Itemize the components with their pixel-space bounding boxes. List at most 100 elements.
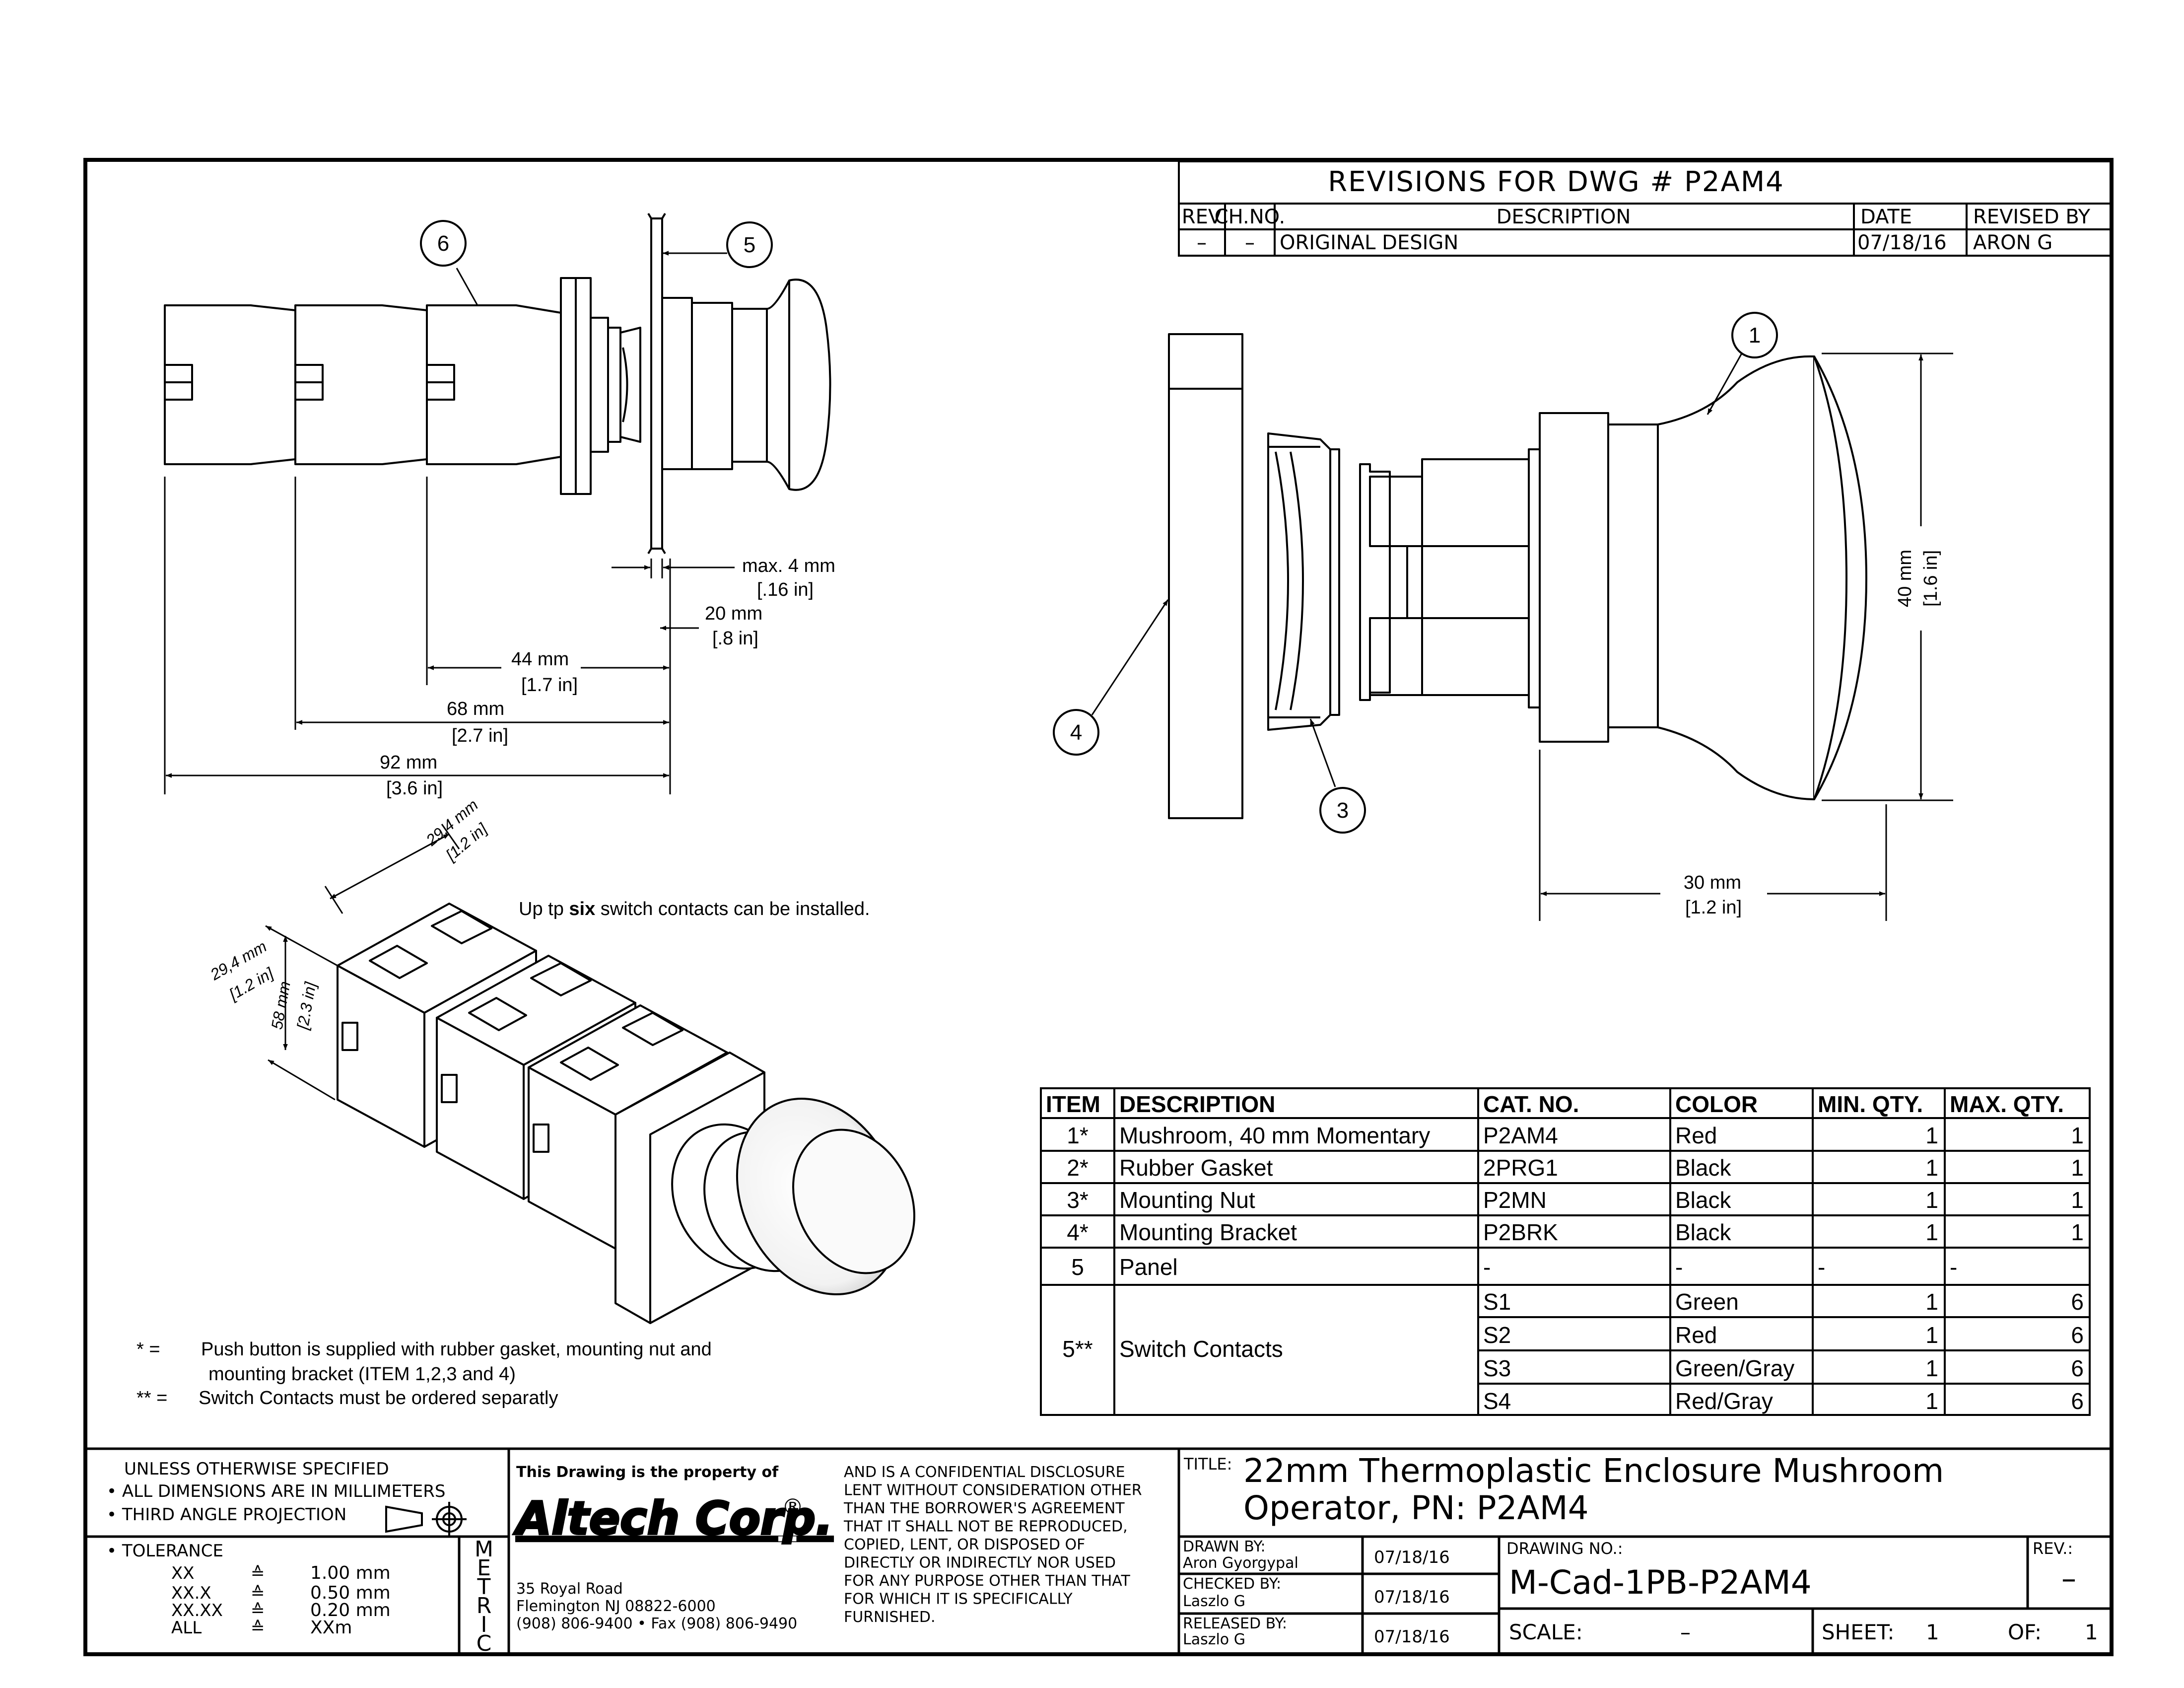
- tb-checked-label: CHECKED BY:: [1183, 1575, 1281, 1593]
- dim-44-in: [1.7 in]: [521, 675, 578, 696]
- metric-letter: I: [481, 1612, 487, 1637]
- parts-header-min-qty: MIN. QTY.: [1818, 1091, 1923, 1117]
- parts-cell-color: Green: [1675, 1289, 1739, 1315]
- tb-all-dimensions: • ALL DIMENSIONS ARE IN MILLIMETERS: [107, 1481, 445, 1501]
- callout-6: 6: [437, 231, 449, 256]
- parts-cell-max-qty: 6: [2071, 1355, 2084, 1381]
- rev-row-date: 07/18/16: [1857, 231, 1947, 254]
- parts-cell-color: Black: [1675, 1155, 1731, 1181]
- revisions-title: REVISIONS FOR DWG # P2AM4: [1328, 166, 1784, 198]
- dim-bg-44: [501, 650, 581, 670]
- exploded-view-drawing: [1168, 333, 1867, 819]
- confidential-line: FOR WHICH IT IS SPECIFICALLY: [844, 1591, 1073, 1608]
- callout-6-circle: [420, 220, 467, 267]
- callout-5-circle: [726, 221, 773, 268]
- rev-row-rev: –: [1197, 231, 1207, 254]
- parts-cell-min-qty: 1: [1925, 1355, 1938, 1381]
- rev-header-revised-by: REVISED BY: [1973, 206, 2091, 228]
- tb-address-1: 35 Royal Road: [516, 1580, 623, 1598]
- company-logo: Altech Corp.: [513, 1492, 833, 1545]
- revisions-table: [1178, 160, 2112, 257]
- parts-cell-item: 3*: [1067, 1187, 1089, 1213]
- parts-header-item: ITEM: [1046, 1091, 1100, 1117]
- dim-20-in: [.8 in]: [712, 628, 758, 649]
- parts-cell-cat-no: 2PRG1: [1483, 1155, 1558, 1181]
- tb-address-3: (908) 806-9400 • Fax (908) 806-9490: [516, 1615, 797, 1632]
- parts-cell-cat-no: S3: [1483, 1355, 1511, 1381]
- parts-header-color: COLOR: [1675, 1091, 1758, 1117]
- parts-cell-max-qty: 6: [2071, 1289, 2084, 1315]
- parts-cell-item: 2*: [1067, 1155, 1089, 1181]
- parts-cell-max-qty: 1: [2071, 1187, 2084, 1213]
- tb-title-label: TITLE:: [1183, 1455, 1232, 1474]
- sheet-border: [83, 158, 2114, 1656]
- tb-drawing-no-label: DRAWING NO.:: [1506, 1539, 1623, 1558]
- parts-cell-max-qty: 6: [2071, 1388, 2084, 1414]
- callout-3: 3: [1337, 798, 1349, 823]
- rev-row-description: ORIGINAL DESIGN: [1280, 231, 1458, 254]
- dim-30-in: [1.2 in]: [1685, 897, 1742, 918]
- dim-44: 44 mm: [511, 649, 569, 670]
- confidential-line: THAN THE BORROWER'S AGREEMENT: [843, 1500, 1125, 1517]
- footnote-2: Switch Contacts must be ordered separatl…: [199, 1388, 558, 1408]
- footnote-2-symbol: ** =: [136, 1388, 167, 1408]
- rev-header-description: DESCRIPTION: [1497, 206, 1631, 228]
- rev-header-date: DATE: [1860, 206, 1912, 228]
- parts-cell-color: -: [1675, 1254, 1683, 1280]
- parts-cell-color: Green/Gray: [1675, 1355, 1794, 1381]
- tb-tolerance: • TOLERANCE: [107, 1541, 223, 1561]
- tb-title-line-1: 22mm Thermoplastic Enclosure Mushroom: [1243, 1452, 1944, 1490]
- third-angle-projection-icon: [385, 1502, 467, 1537]
- parts-header-cat-no: CAT. NO.: [1483, 1091, 1579, 1117]
- parts-cell-color: Black: [1675, 1187, 1731, 1213]
- callout-1-circle: [1731, 312, 1778, 358]
- tb-released-date: 07/18/16: [1374, 1627, 1450, 1647]
- parts-cell-min-qty: 1: [1925, 1388, 1938, 1414]
- parts-cell-min-qty: 1: [1925, 1123, 1938, 1148]
- parts-cell-description: Mushroom, 40 mm Momentary: [1119, 1123, 1430, 1148]
- parts-cell-description: Panel: [1119, 1254, 1178, 1280]
- confidential-line: LENT WITHOUT CONSIDERATION OTHER: [844, 1482, 1142, 1499]
- tolerance-symbol: ≙: [251, 1618, 265, 1638]
- parts-cell-cat-no: P2BRK: [1483, 1219, 1558, 1245]
- tb-drawn-label: DRAWN BY:: [1183, 1538, 1266, 1555]
- dim-bg-68: [437, 699, 526, 720]
- tb-drawn-by: Aron Gyorgypal: [1183, 1554, 1298, 1572]
- parts-header-max-qty: MAX. QTY.: [1950, 1091, 2064, 1117]
- parts-cell-max-qty: 1: [2071, 1219, 2084, 1245]
- parts-cell-min-qty: 1: [1925, 1219, 1938, 1245]
- rev-header-rev: REV: [1182, 206, 1222, 228]
- rev-row-revised-by: ARON G: [1973, 231, 2052, 254]
- confidential-line: FOR ANY PURPOSE OTHER THAN THAT: [844, 1572, 1131, 1590]
- rev-header-chno: CH.NO.: [1215, 206, 1286, 228]
- parts-cell-max-qty: 6: [2071, 1322, 2084, 1348]
- parts-cell-color: Red: [1675, 1123, 1717, 1148]
- footnote-1-line-1: Push button is supplied with rubber gask…: [201, 1339, 712, 1360]
- tb-rev-label: REV.:: [2033, 1539, 2073, 1558]
- tb-property: This Drawing is the property of: [516, 1464, 779, 1481]
- parts-cell-color: Black: [1675, 1219, 1731, 1245]
- tolerance-grade: XX: [171, 1563, 195, 1583]
- parts-cell-color: Red/Gray: [1675, 1388, 1773, 1414]
- parts-cell-max-qty: 1: [2071, 1155, 2084, 1181]
- parts-header-description: DESCRIPTION: [1119, 1091, 1275, 1117]
- tolerance-value: XXm: [310, 1618, 352, 1638]
- parts-cell-description: Mounting Nut: [1119, 1187, 1255, 1213]
- rev-row-chno: –: [1245, 231, 1255, 254]
- dim-max4-in: [.16 in]: [757, 579, 814, 600]
- parts-cell-cat-no: S2: [1483, 1322, 1511, 1348]
- company-logo-registered: ®: [782, 1494, 804, 1520]
- parts-group-item: 5**: [1062, 1336, 1092, 1362]
- metric-letter: E: [477, 1555, 491, 1581]
- footnote-1-symbol: * =: [136, 1339, 160, 1360]
- dim-68: 68 mm: [447, 699, 504, 719]
- parts-cell-cat-no: S4: [1483, 1388, 1511, 1414]
- side-view-drawing: [164, 212, 831, 555]
- parts-group-description: Switch Contacts: [1119, 1336, 1283, 1362]
- dim-30: 30 mm: [1684, 872, 1741, 893]
- parts-cell-min-qty: -: [1818, 1254, 1825, 1280]
- dim-68-in: [2.7 in]: [452, 725, 508, 746]
- parts-cell-min-qty: 1: [1925, 1187, 1938, 1213]
